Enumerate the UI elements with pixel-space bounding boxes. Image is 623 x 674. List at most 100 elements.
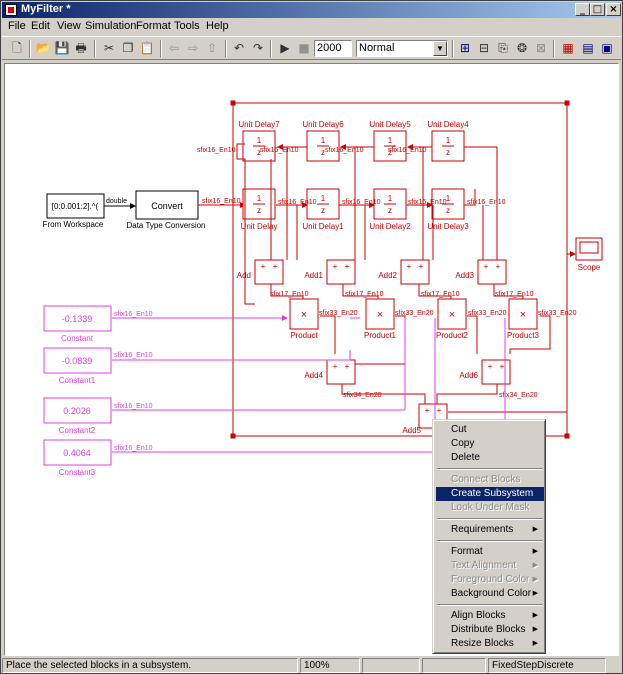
add-block[interactable]: ++Add6 xyxy=(459,359,511,385)
new-model-icon[interactable]: 🗋 xyxy=(12,41,22,55)
add-block[interactable]: ++Add4 xyxy=(304,359,356,385)
menu-item-text-alignment[interactable]: Text Alignment▶ xyxy=(436,559,544,573)
product-block[interactable]: ×Product2 xyxy=(436,298,469,340)
svg-text:sfix16_En10: sfix16_En10 xyxy=(408,199,447,206)
constant-value: -0.0839 xyxy=(62,356,93,366)
cut-icon[interactable]: ✂ xyxy=(103,41,115,55)
toolbar-separator xyxy=(160,40,162,57)
update-diagram-icon[interactable]: ⊟ xyxy=(478,41,490,55)
delay-numerator: 1 xyxy=(321,136,326,145)
product-block[interactable]: ×Product xyxy=(289,298,319,340)
from-workspace-block[interactable]: [0:0.001:2].^( From Workspace xyxy=(43,193,105,229)
menu-separator xyxy=(437,518,543,520)
build-icon[interactable]: ⊞ xyxy=(459,41,471,55)
menu-item-resize-blocks[interactable]: Resize Blocks▶ xyxy=(436,637,544,651)
menu-item-copy[interactable]: Copy xyxy=(451,438,475,449)
title-bar: MyFilter * _ □ × xyxy=(2,2,621,18)
add-label: Add6 xyxy=(459,371,478,380)
submenu-arrow-icon: ▶ xyxy=(532,562,538,569)
menu-item-create-subsystem[interactable]: Create Subsystem xyxy=(436,487,544,501)
product-block[interactable]: ×Product3 xyxy=(507,298,540,340)
svg-text:sfix17_En10: sfix17_En10 xyxy=(495,291,534,298)
svg-text:sfix16_En10: sfix16_En10 xyxy=(325,147,364,154)
library-browser-icon[interactable]: ▦ xyxy=(562,41,574,55)
from-workspace-value: [0:0.001:2].^( xyxy=(52,202,99,211)
menu-simulation[interactable]: Simulation xyxy=(85,20,137,32)
menu-view[interactable]: View xyxy=(57,20,81,32)
add-block[interactable]: ++Add xyxy=(237,259,284,285)
requirements-label: Requirements xyxy=(451,524,514,535)
menu-format[interactable]: Format xyxy=(136,20,171,32)
add-block[interactable]: ++Add1 xyxy=(304,259,356,285)
add-label: Add xyxy=(237,271,251,280)
model-advisor-icon[interactable]: ❂ xyxy=(516,41,528,55)
menu-item-format[interactable]: Format▶ xyxy=(436,545,544,559)
submenu-arrow-icon: ▶ xyxy=(532,626,538,633)
maximize-button[interactable]: □ xyxy=(590,3,605,16)
model-canvas[interactable]: [0:0.001:2].^( From Workspace double Con… xyxy=(4,63,619,656)
svg-text:sfix33_En20: sfix33_En20 xyxy=(538,310,577,317)
open-folder-icon[interactable]: 📂 xyxy=(35,41,51,55)
constant-value: -0.1339 xyxy=(62,314,93,324)
build-subsystem-icon[interactable]: ⎘ xyxy=(498,41,508,55)
add-label: Add5 xyxy=(402,426,421,435)
menu-item-cut[interactable]: Cut xyxy=(451,424,467,435)
background-color-label: Background Color xyxy=(451,588,532,599)
menu-tools[interactable]: Tools xyxy=(174,20,200,32)
multiply-icon: × xyxy=(377,309,383,321)
svg-text:sfix16_En10: sfix16_En10 xyxy=(467,199,506,206)
debug-icon[interactable]: ⊠ xyxy=(535,41,547,55)
delay-numerator: 1 xyxy=(257,136,262,145)
menu-edit[interactable]: Edit xyxy=(31,20,50,32)
simulation-mode-select[interactable]: Normal▼ xyxy=(356,40,448,57)
submenu-arrow-icon: ▶ xyxy=(532,640,538,647)
add-block[interactable]: ++Add3 xyxy=(455,259,507,285)
menu-item-look-under-mask[interactable]: Look Under Mask xyxy=(451,502,530,513)
menu-item-foreground-color[interactable]: Foreground Color▶ xyxy=(436,573,544,587)
menu-item-delete[interactable]: Delete xyxy=(451,452,480,463)
debugger-icon[interactable]: ▣ xyxy=(601,41,613,55)
menu-help[interactable]: Help xyxy=(206,20,229,32)
product-block[interactable]: ×Product1 xyxy=(364,298,397,340)
start-simulation-icon[interactable]: ▶ xyxy=(280,41,290,55)
signal-labels: sfix16_En10 sfix16_En10 sfix16_En10 sfix… xyxy=(197,147,577,399)
menu-item-align-blocks[interactable]: Align Blocks▶ xyxy=(436,609,544,623)
close-button[interactable]: × xyxy=(606,3,621,16)
back-arrow-icon[interactable]: ⇦ xyxy=(168,41,180,55)
scope-block[interactable]: Scope xyxy=(575,237,603,272)
add-block[interactable]: ++Add2 xyxy=(378,259,430,285)
copy-icon[interactable]: ❐ xyxy=(122,41,134,55)
up-arrow-icon[interactable]: ⇧ xyxy=(206,41,218,55)
stop-time-input[interactable]: 2000 xyxy=(314,40,352,57)
forward-arrow-icon[interactable]: ⇨ xyxy=(187,41,199,55)
save-icon[interactable]: 💾 xyxy=(54,41,70,55)
stop-simulation-icon[interactable]: ■ xyxy=(298,41,310,55)
chevron-down-icon[interactable]: ▼ xyxy=(433,41,447,56)
data-type-conversion-block[interactable]: Convert Data Type Conversion xyxy=(126,190,206,230)
menu-item-connect-blocks[interactable]: Connect Blocks xyxy=(451,474,521,485)
menu-item-requirements[interactable]: Requirements▶ xyxy=(436,523,544,537)
paste-icon[interactable]: 📋 xyxy=(139,41,155,55)
menu-item-distribute-blocks[interactable]: Distribute Blocks▶ xyxy=(436,623,544,637)
menu-item-background-color[interactable]: Background Color▶ xyxy=(436,587,544,601)
print-icon[interactable]: 🖶 xyxy=(75,41,87,55)
minimize-button[interactable]: _ xyxy=(575,3,590,16)
undo-icon[interactable]: ↶ xyxy=(233,41,245,55)
add-blocks: ++Add++Add1++Add2++Add3++Add4++Add6++Add… xyxy=(237,259,511,435)
menu-file[interactable]: File xyxy=(8,20,26,32)
model-explorer-icon[interactable]: ▤ xyxy=(582,41,594,55)
redo-icon[interactable]: ↷ xyxy=(252,41,264,55)
